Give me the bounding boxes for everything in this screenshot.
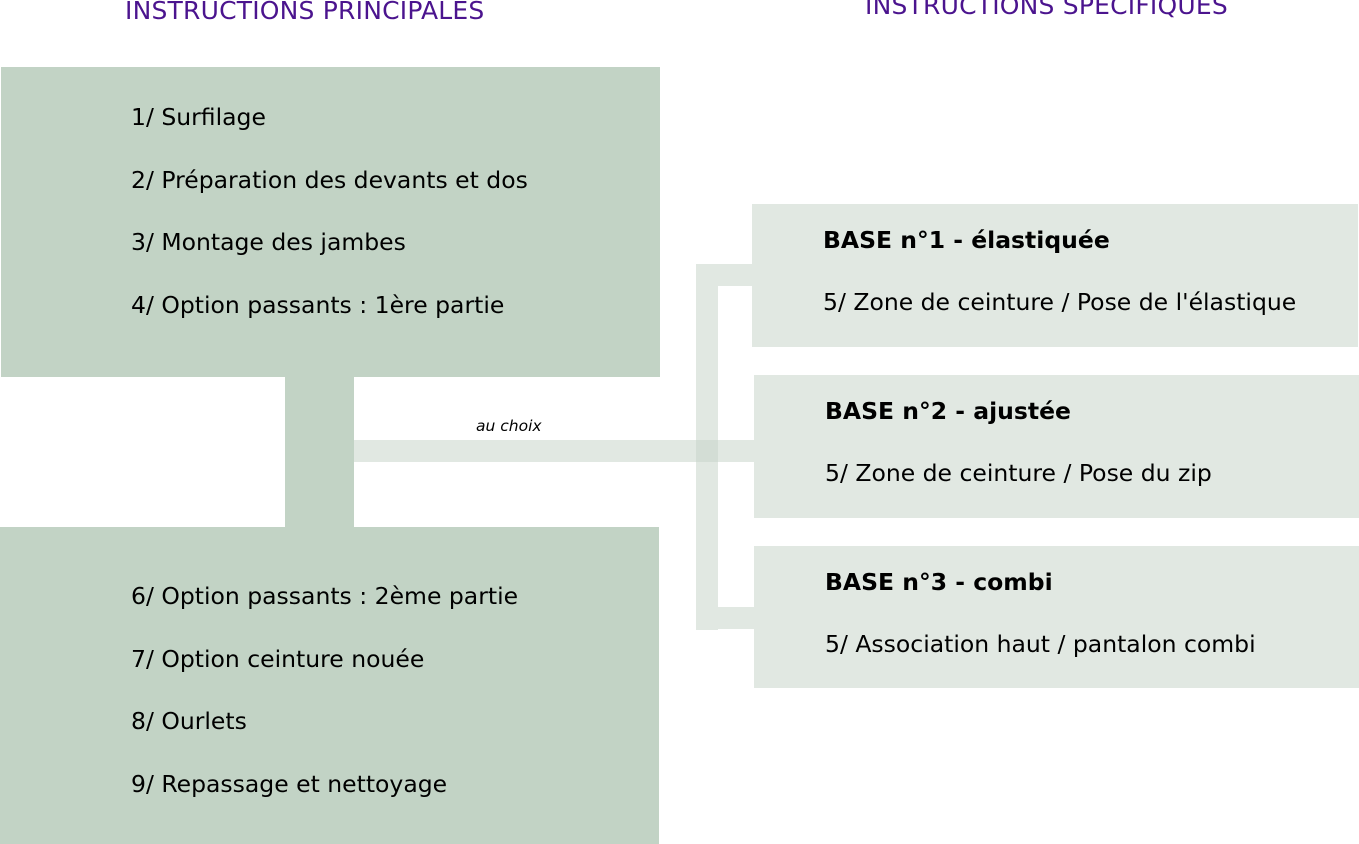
connector-horizontal [354, 440, 754, 462]
step-item: 2/ Préparation des devants et dos [131, 165, 528, 194]
base-step: 5/ Zone de ceinture / Pose du zip [825, 459, 1212, 487]
base-2-box: BASE n°2 - ajustée 5/ Zone de ceinture /… [754, 375, 1359, 518]
step-item: 1/ Surfilage [131, 103, 266, 131]
header-main-instructions: INSTRUCTIONS PRINCIPALES [125, 0, 485, 25]
step-item: 3/ Montage des jambes [131, 228, 406, 256]
step-item: 7/ Option ceinture nouée [131, 644, 425, 673]
connector-junction [696, 440, 718, 462]
step-item: 9/ Repassage et nettoyage [131, 769, 448, 798]
connector-branch-base3 [696, 607, 754, 629]
main-steps-top-box [1, 67, 660, 377]
step-item: 6/ Option passants : 2ème partie [131, 582, 519, 610]
connector-branch-base1 [696, 264, 754, 286]
step-item: 8/ Ourlets [131, 707, 247, 735]
base-3-box: BASE n°3 - combi 5/ Association haut / p… [754, 546, 1359, 688]
base-title: BASE n°3 - combi [825, 568, 1053, 596]
base-1-box: BASE n°1 - élastiquée 5/ Zone de ceintur… [752, 204, 1358, 347]
main-steps-top-list: 1/ Surfilage 2/ Préparation des devants … [131, 86, 528, 336]
base-step: 5/ Association haut / pantalon combi [825, 630, 1256, 658]
step-item: 4/ Option passants : 1ère partie [131, 290, 505, 319]
main-steps-bottom-list: 6/ Option passants : 2ème partie 7/ Opti… [131, 565, 518, 815]
base-title: BASE n°2 - ajustée [825, 397, 1071, 425]
main-steps-bottom-box [0, 527, 659, 844]
main-steps-stem [285, 377, 354, 527]
base-step: 5/ Zone de ceinture / Pose de l'élastiqu… [823, 288, 1297, 316]
header-specific-instructions: INSTRUCTIONS SPÉCIFIQUES [865, 0, 1228, 20]
base-title: BASE n°1 - élastiquée [823, 226, 1110, 254]
choice-label: au choix [476, 417, 542, 435]
